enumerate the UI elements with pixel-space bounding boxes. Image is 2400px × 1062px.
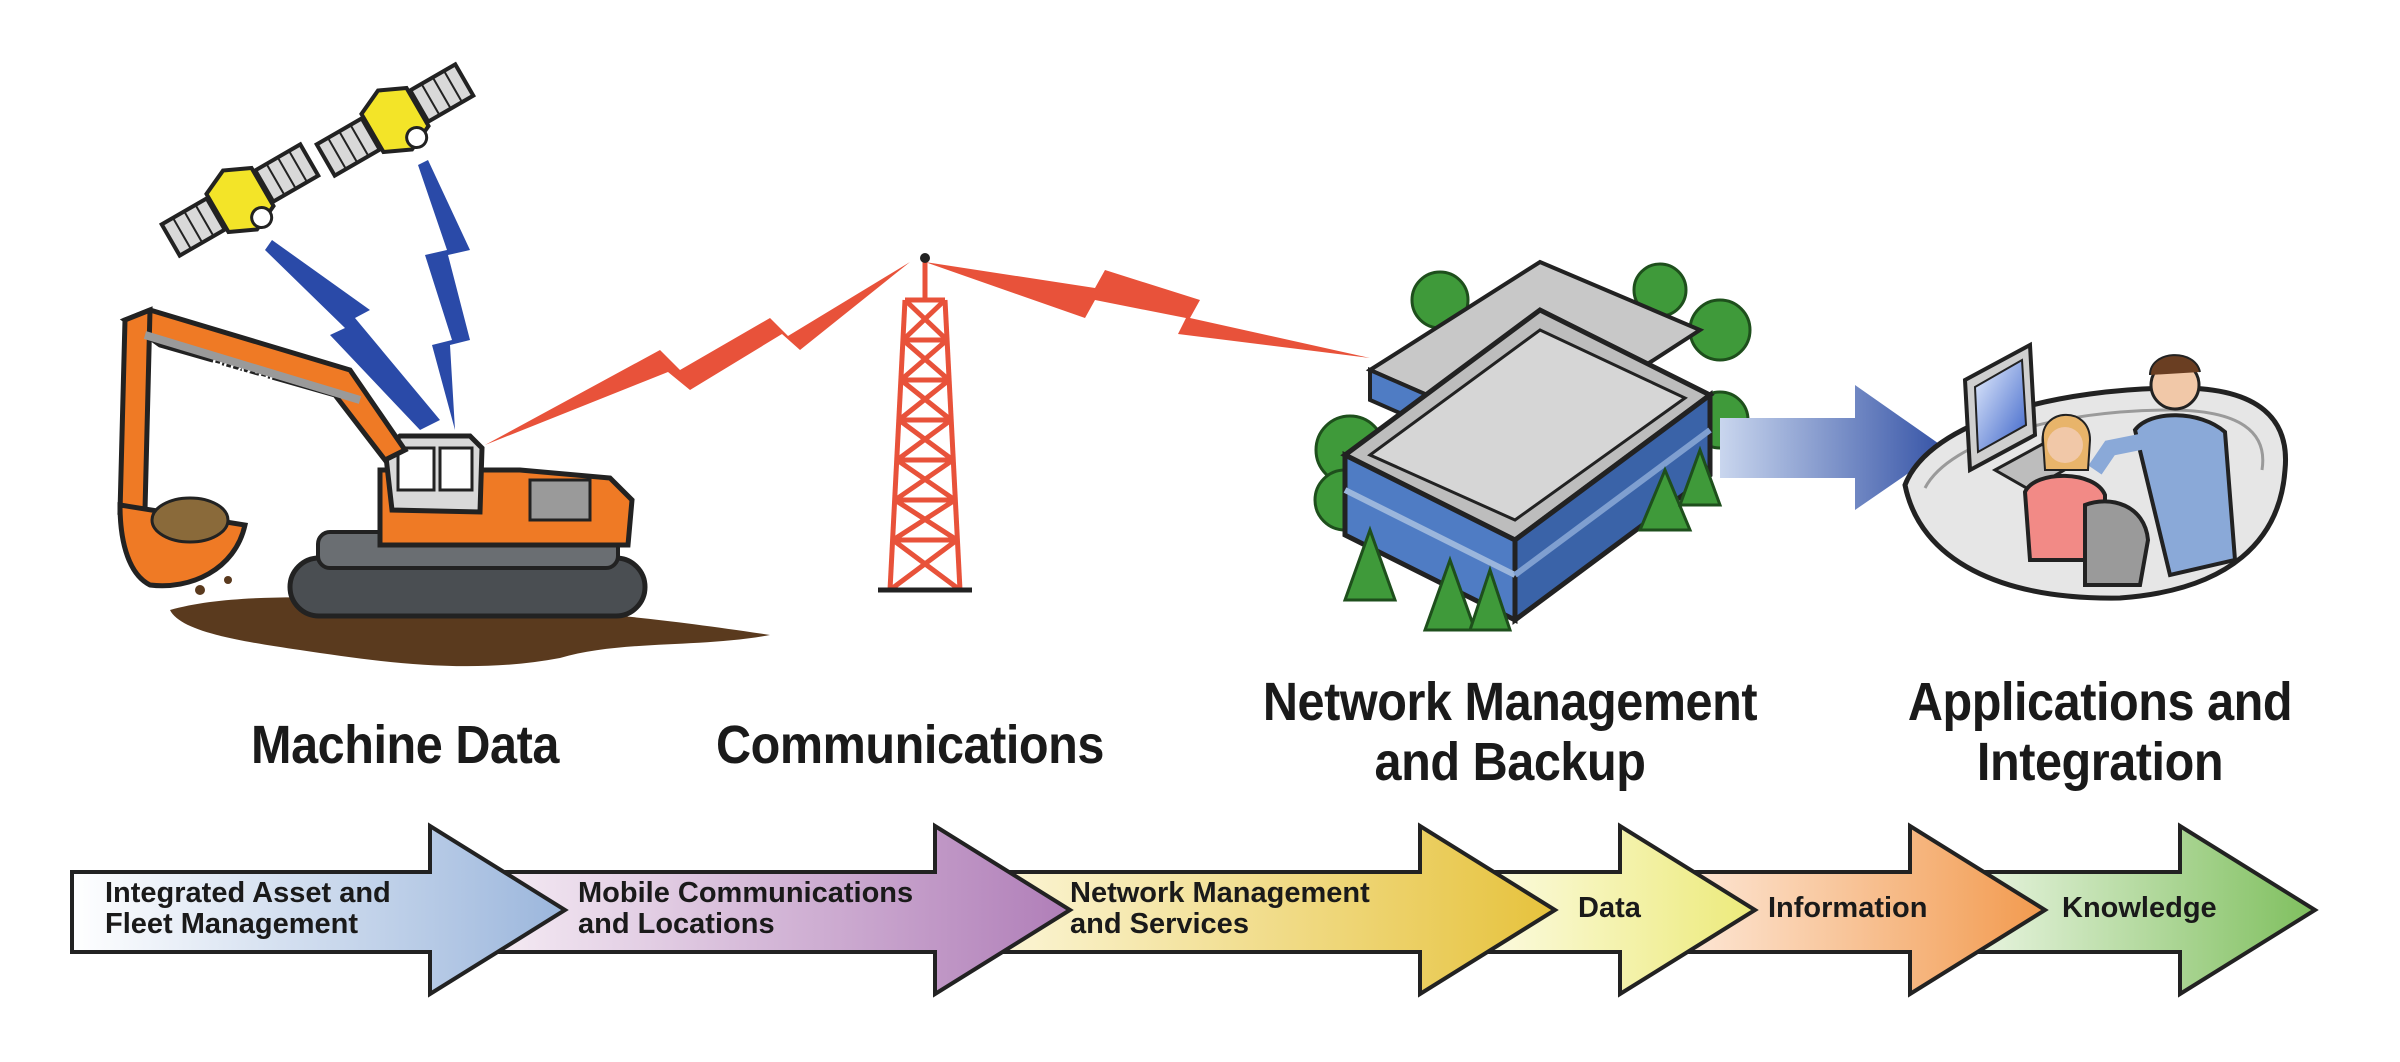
satellite-icon bbox=[313, 61, 477, 179]
flow-arrow-6 bbox=[1968, 822, 2319, 998]
flow-label-line: Information bbox=[1768, 892, 1928, 924]
stage-title-line: Integration bbox=[1976, 732, 2224, 792]
flow-label-line: Knowledge bbox=[2062, 892, 2217, 924]
flow-label-data: Data bbox=[1578, 893, 1641, 924]
radio-tower-icon bbox=[878, 253, 972, 593]
flow-arrow-1 bbox=[70, 822, 569, 998]
flow-label-knowledge: Knowledge bbox=[2062, 893, 2217, 924]
stage-title-line: and Backup bbox=[1374, 732, 1646, 792]
data-center-building-icon bbox=[1313, 259, 1752, 632]
flow-label-information: Information bbox=[1768, 893, 1928, 924]
flow-label-line: Integrated Asset and bbox=[105, 877, 391, 909]
flow-arrow-3 bbox=[998, 822, 1559, 998]
flow-arrows bbox=[70, 822, 2319, 998]
stage-title-network-management: Network Management and Backup bbox=[1231, 672, 1789, 792]
flow-label-mobile-communications: Mobile Communications and Locations bbox=[578, 878, 913, 940]
flow-label-line: Mobile Communications bbox=[578, 877, 914, 909]
stage-title-text: Machine Data bbox=[251, 715, 559, 775]
stage-title-line: Applications and bbox=[1907, 672, 2293, 732]
flow-label-line: Fleet Management bbox=[105, 908, 358, 940]
excavator-illustration: HITACHI bbox=[117, 306, 770, 667]
signal-bolt bbox=[925, 262, 1370, 358]
stage-title-text: Communications bbox=[716, 715, 1104, 775]
stage-title-line: Network Management bbox=[1262, 672, 1758, 732]
satellite-signal-bolt bbox=[418, 160, 470, 430]
data-flow-arrow bbox=[1720, 385, 1945, 510]
flow-label-network-management: Network Management and Services bbox=[1070, 878, 1370, 940]
stage-title-applications: Applications and Integration bbox=[1866, 672, 2334, 792]
satellite-signal-bolt bbox=[265, 240, 440, 430]
flow-label-integrated-asset: Integrated Asset and Fleet Management bbox=[105, 878, 391, 940]
satellite-icon bbox=[158, 141, 322, 259]
flow-arrow-5 bbox=[1678, 822, 2049, 998]
stage-title-communications: Communications bbox=[703, 715, 1117, 775]
flow-label-line: and Locations bbox=[578, 908, 775, 940]
flow-label-line: Data bbox=[1578, 892, 1641, 924]
flow-arrow-2 bbox=[498, 822, 1074, 998]
stage-title-machine-data: Machine Data bbox=[234, 715, 576, 775]
workstation-users-icon bbox=[1902, 341, 2289, 601]
flow-arrow-4 bbox=[1478, 822, 1759, 998]
flow-label-line: Network Management bbox=[1070, 877, 1370, 909]
signal-bolt bbox=[485, 262, 910, 445]
flow-label-line: and Services bbox=[1070, 908, 1249, 940]
